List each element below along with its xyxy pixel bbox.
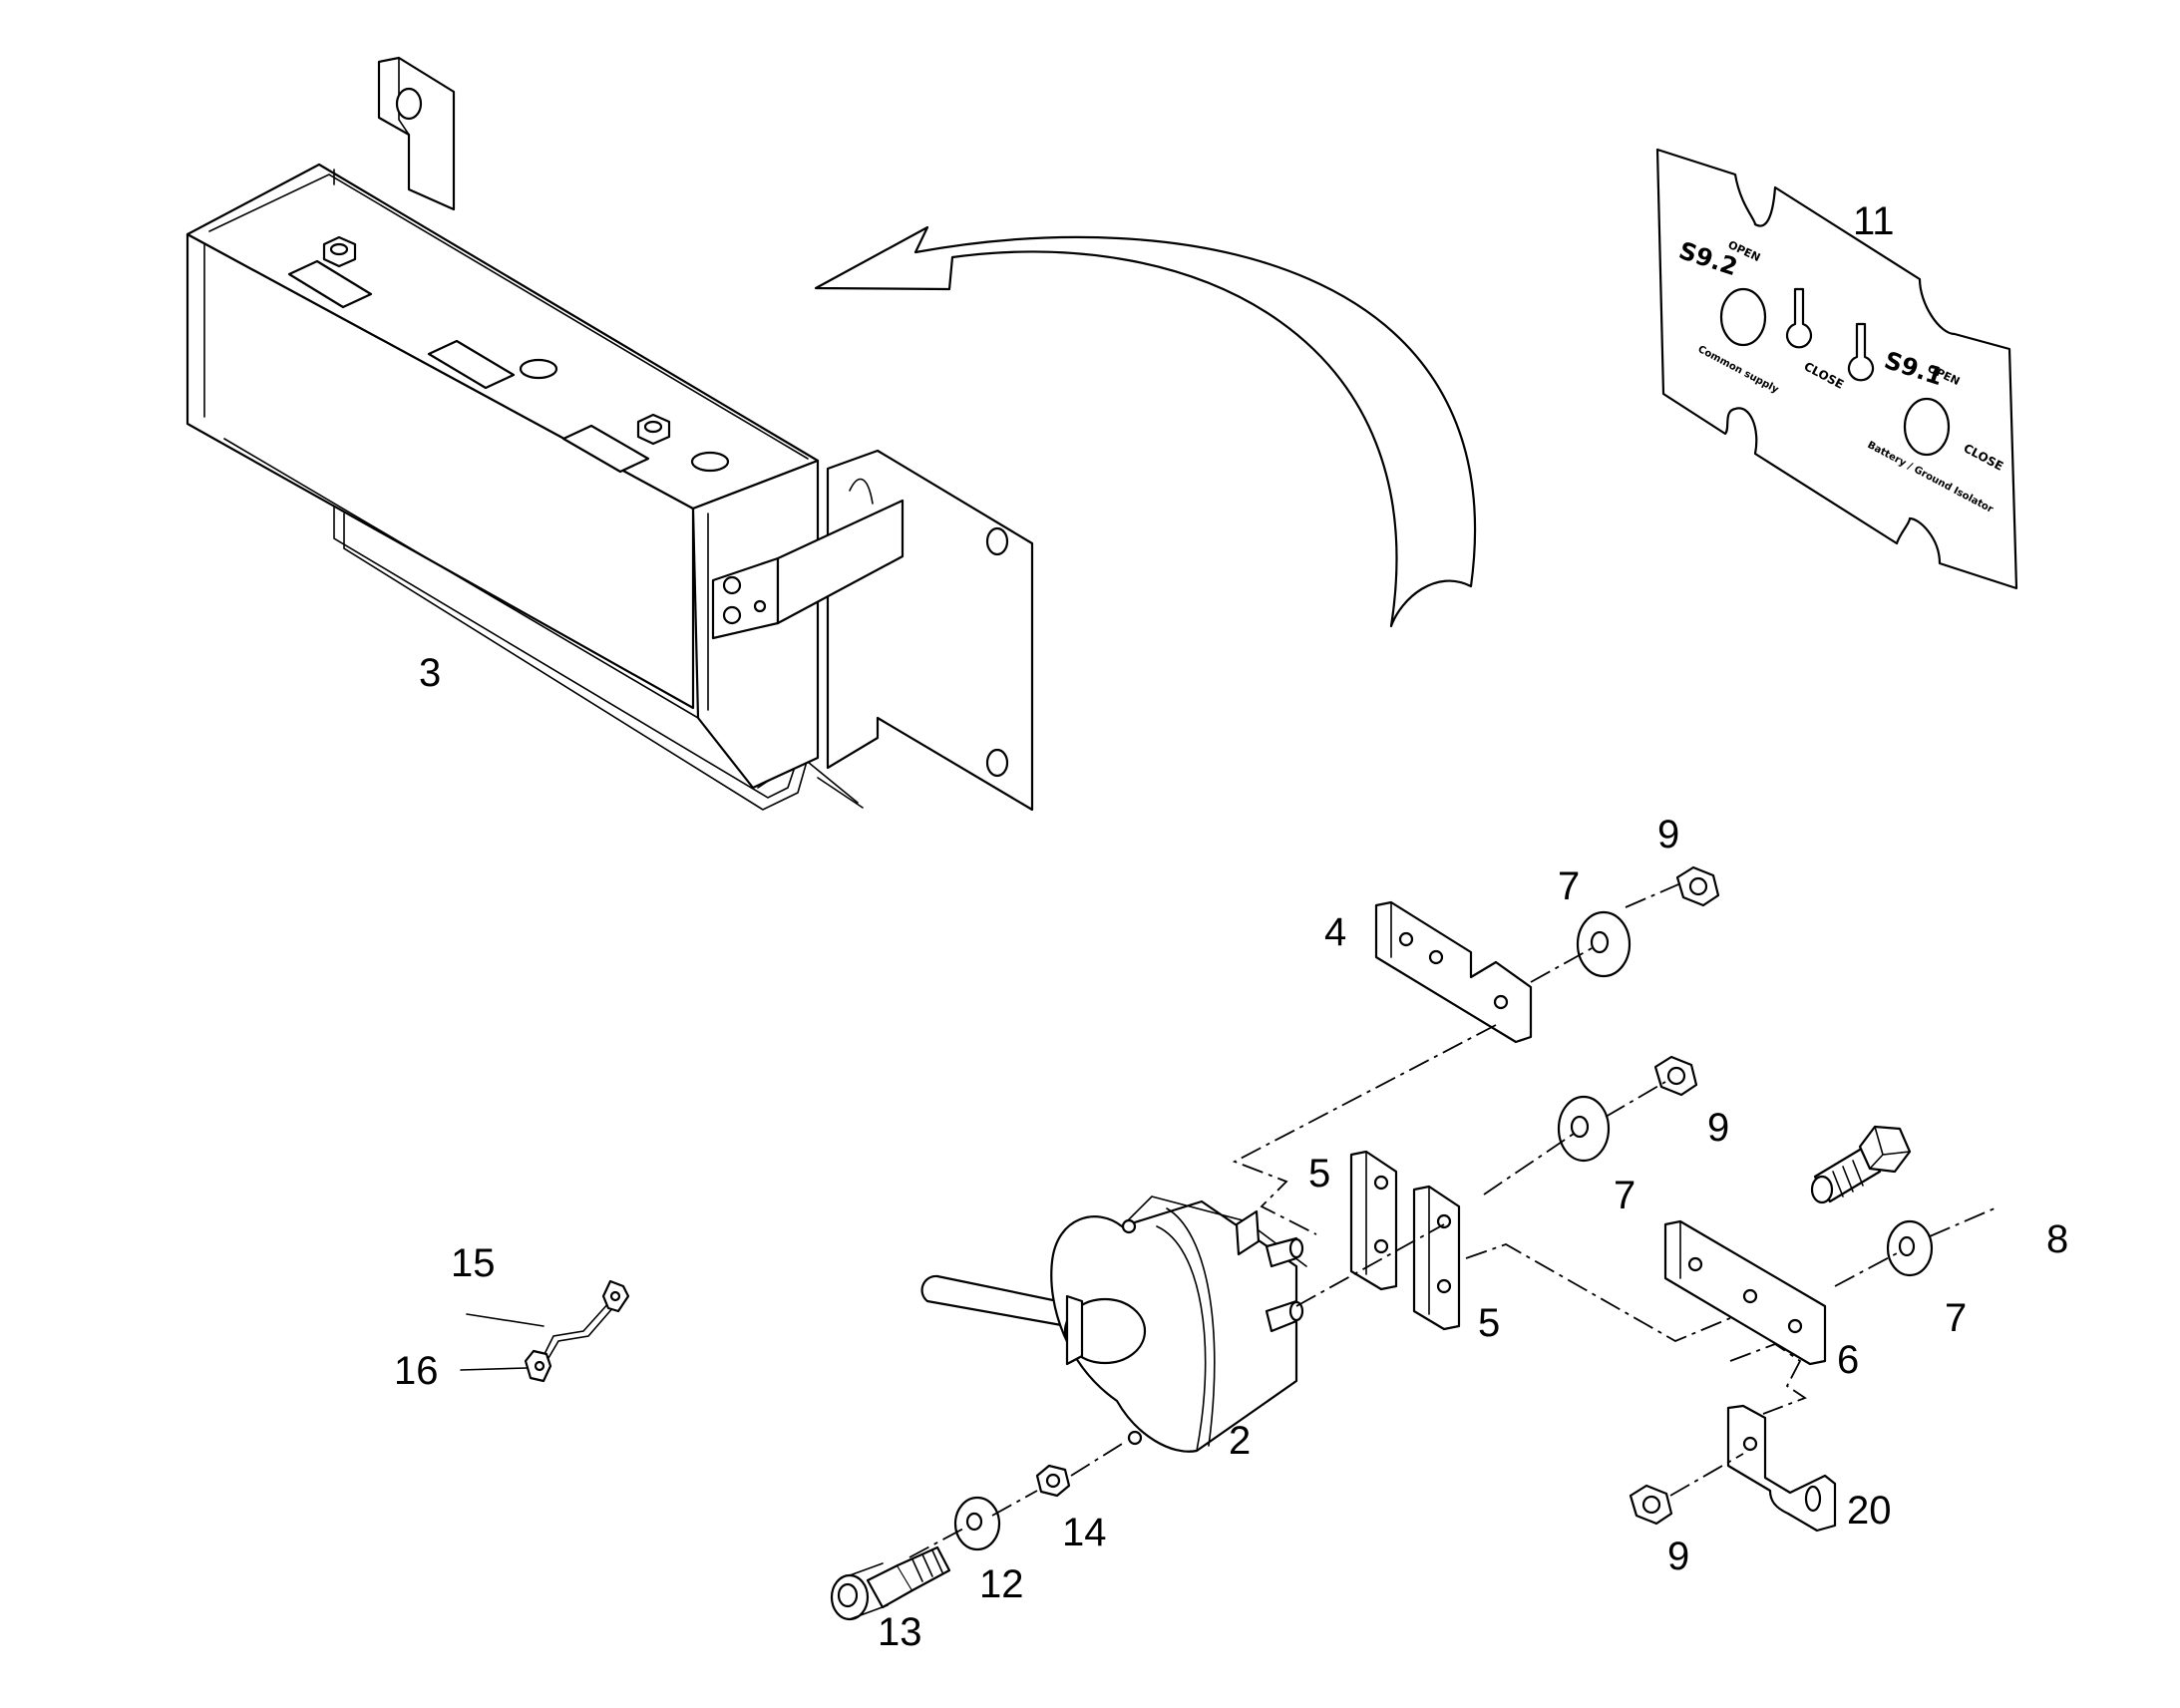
callout-16: 16 [394,1349,439,1393]
callout-5b: 5 [1478,1301,1500,1345]
callout-13: 13 [878,1610,922,1654]
bolt-8-icon [1810,1125,1912,1204]
callout-7a: 7 [1558,864,1580,908]
callout-4: 4 [1324,910,1346,954]
nut-9-bottom-icon [1629,1484,1673,1526]
screw-13-icon [830,1545,951,1621]
callout-15: 15 [451,1241,496,1285]
callout-12: 12 [979,1562,1024,1606]
washer-7-right [1886,1219,1934,1277]
curved-arrow-icon [814,225,1477,628]
part-3-switch-box [185,56,1034,812]
washer-7-middle [1557,1095,1611,1163]
part-11-instruction-plate: S9.2 OPEN CLOSE Common supply S9.1 OPEN … [1655,148,2018,590]
part-15-16-cable-assembly [524,1279,630,1383]
washer-7-top [1576,910,1632,978]
callout-8: 8 [2046,1217,2068,1261]
nut-14-icon [1035,1464,1071,1498]
part-6-link-bar [1663,1219,1827,1366]
part-5-link-bar-a [1349,1150,1398,1291]
callout-7c: 7 [1945,1296,1967,1340]
callout-9b: 9 [1707,1106,1729,1150]
callout-7b: 7 [1614,1174,1635,1217]
terminal-nut-icon [636,413,671,446]
terminal-nut-icon [322,235,357,268]
callout-2: 2 [1229,1419,1251,1463]
alignment-lines [908,880,1996,1558]
part-2-isolator-switch [920,1196,1307,1453]
nut-9-top-icon [1675,865,1720,907]
part-5-link-bar-b [1412,1185,1461,1331]
leader-lines [460,1313,545,1371]
callout-14: 14 [1062,1511,1107,1554]
callout-9a: 9 [1657,813,1679,856]
callout-labels: 2 3 4 5 5 6 7 7 7 8 9 9 9 11 12 13 14 15… [394,199,2068,1654]
callout-11: 11 [1853,199,1895,243]
callout-6: 6 [1837,1338,1859,1382]
washer-12 [953,1496,1001,1551]
callout-3: 3 [419,651,441,695]
callout-20: 20 [1847,1489,1892,1533]
nut-9-middle-icon [1653,1055,1698,1097]
callout-5a: 5 [1308,1152,1330,1196]
callout-9c: 9 [1667,1535,1689,1578]
part-4-link-bar [1374,900,1533,1044]
part-20-bracket [1726,1404,1837,1533]
